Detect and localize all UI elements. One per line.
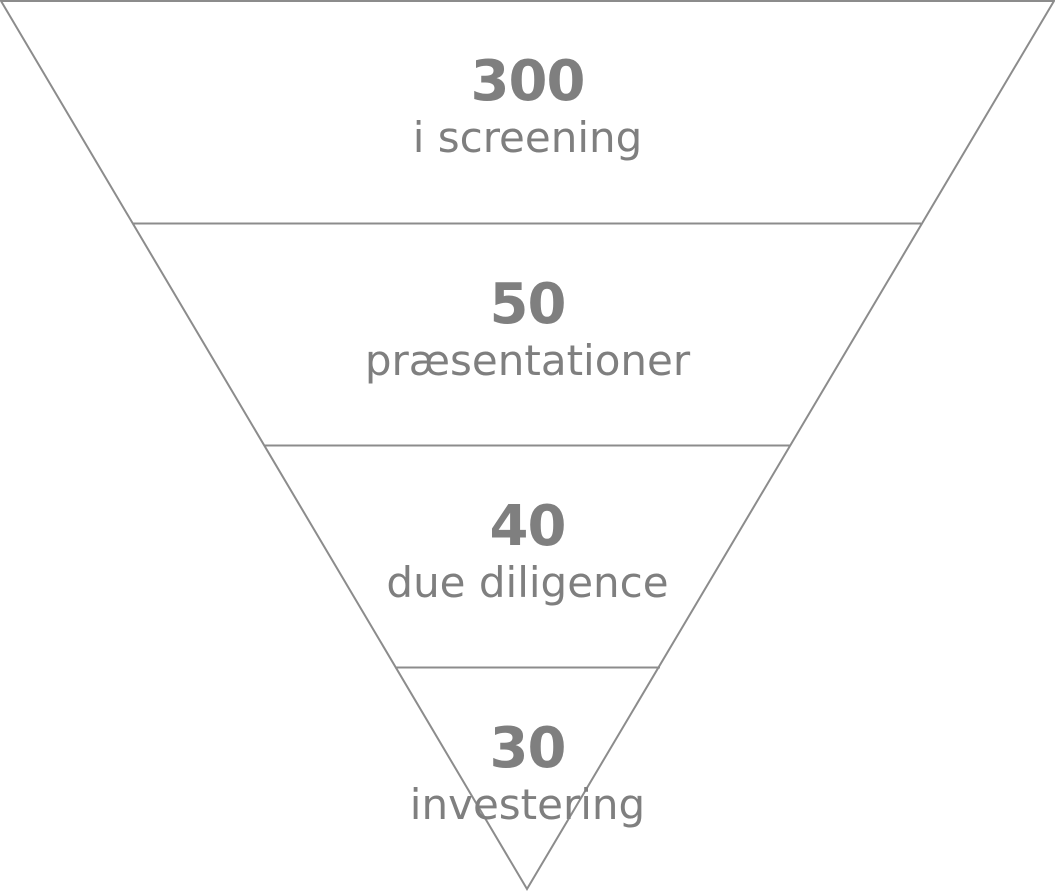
stage-presentations: 50 præsentationer (0, 275, 1055, 385)
stage-label: investering (409, 780, 646, 829)
stage-due-diligence: 40 due diligence (0, 497, 1055, 607)
stage-screening: 300 i screening (0, 52, 1055, 162)
stage-label: i screening (412, 113, 643, 162)
stage-label: præsentationer (364, 336, 691, 385)
stage-investment: 30 investering (0, 719, 1055, 829)
stage-value: 40 (489, 494, 567, 559)
stage-value: 50 (489, 272, 567, 337)
stage-value: 30 (489, 716, 567, 781)
stage-label: due diligence (386, 558, 669, 607)
stage-value: 300 (470, 49, 586, 114)
